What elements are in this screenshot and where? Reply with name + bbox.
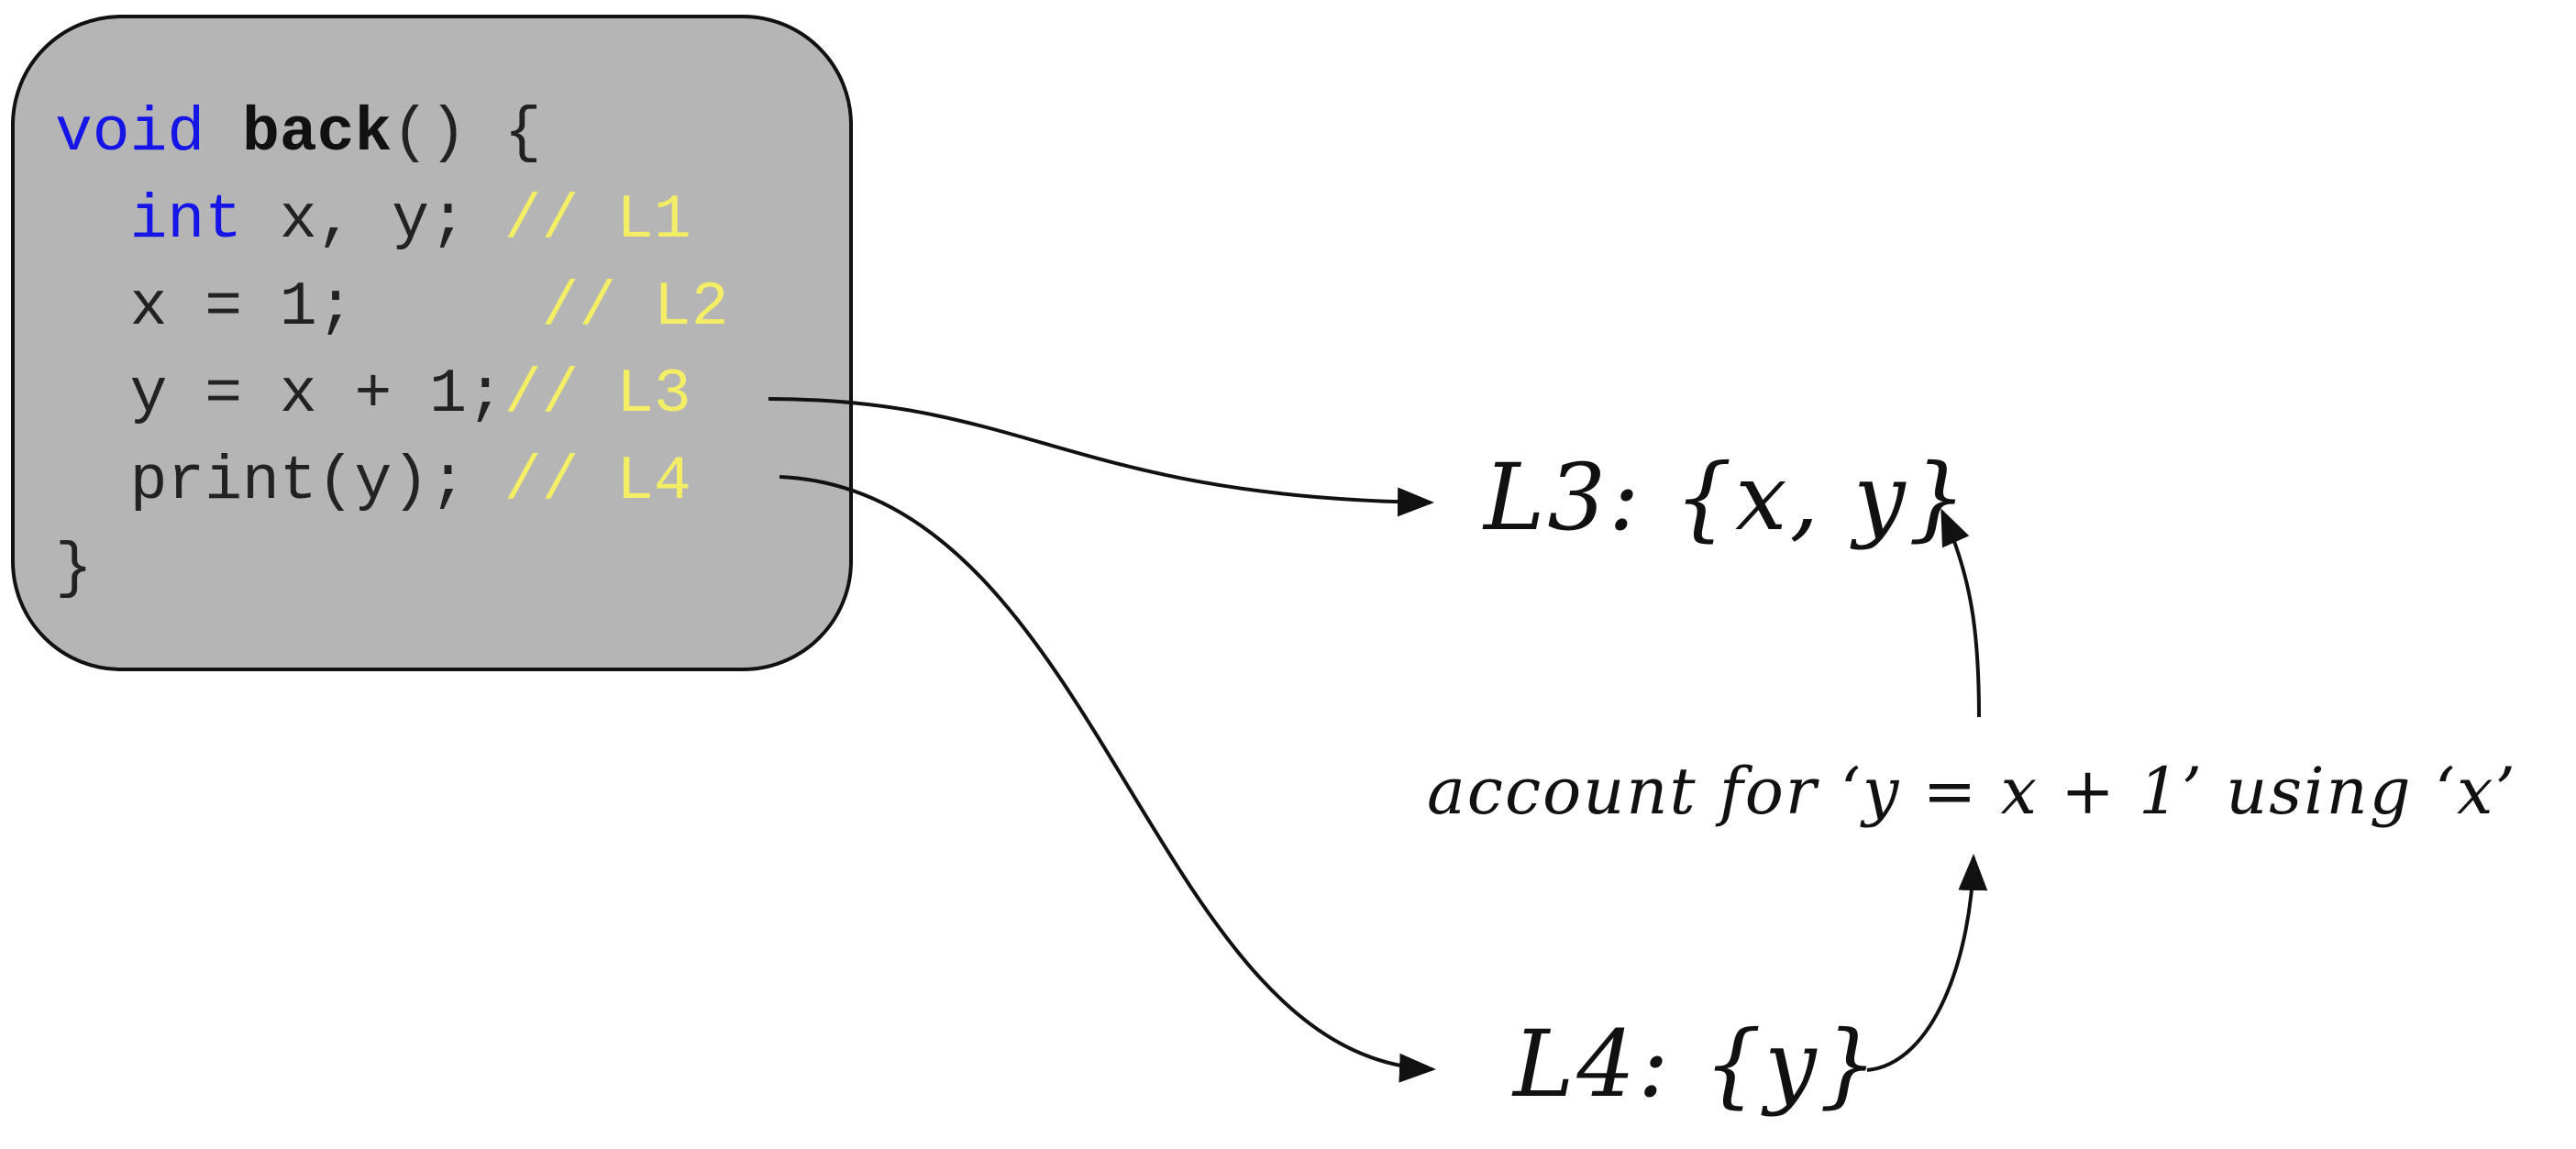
l4-live-set: L4: {y} [1513,1011,1881,1118]
function-name: back [242,98,392,169]
keyword-void: void [55,98,205,169]
code-line-1: void back() { [55,98,542,169]
l3-live-set: L3: {x, y} [1484,444,1970,551]
comment-l2: // L2 [541,272,729,343]
code-line-5: print(y); // L4 [129,447,691,517]
code-block: void back() { int x, y; // L1 x = 1; // … [11,15,853,671]
code-line-4: y = x + 1;// L3 [129,359,691,430]
arrow-l4-to-set [779,475,1436,1083]
arrow-note-to-l3-set [1940,508,1981,718]
account-note: account for ‘y = x + 1’ using ‘x’ [1427,754,2517,829]
code-line-3: x = 1; // L2 [129,272,729,343]
arrow-l3-to-set [768,397,1434,517]
keyword-int: int [129,185,243,256]
code-line-2: int x, y; // L1 [129,185,691,256]
code-line-6: } [55,534,93,604]
comment-l3: // L3 [503,359,691,430]
comment-l1: // L1 [503,185,691,256]
comment-l4: // L4 [503,447,691,517]
arrow-l4-set-to-note [1866,854,1988,1072]
